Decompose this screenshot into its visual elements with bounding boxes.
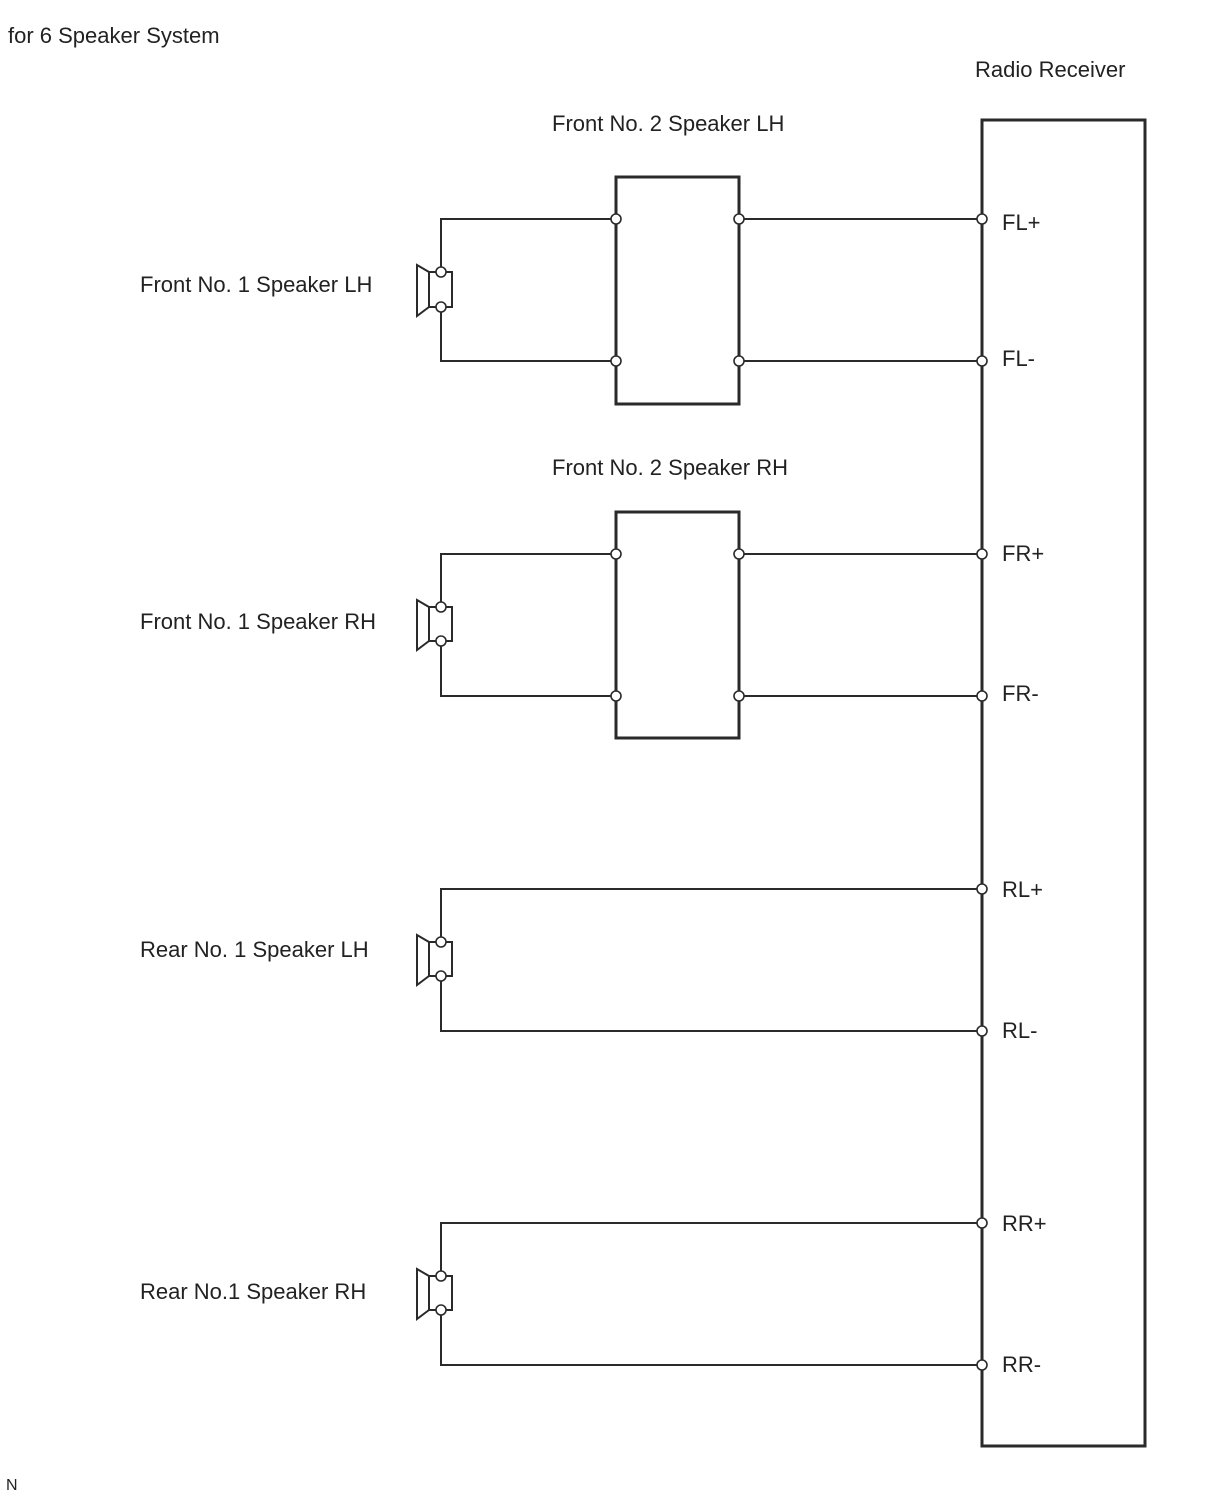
terminal-rr-minus: RR- [1002, 1352, 1041, 1377]
front-no2-speaker-rh-label: Front No. 2 Speaker RH [552, 455, 788, 480]
rear-no1-speaker-lh-icon [416, 933, 453, 987]
rear-no1-speaker-rh-label: Rear No.1 Speaker RH [140, 1279, 366, 1304]
front-no2-speaker-rh-box [614, 510, 741, 740]
terminal-rr-plus: RR+ [1002, 1211, 1047, 1236]
terminal-fr-plus: FR+ [1002, 541, 1044, 566]
terminal-fl-plus: FL+ [1002, 210, 1041, 235]
rear-no1-speaker-lh-label: Rear No. 1 Speaker LH [140, 937, 369, 962]
terminal-rl-minus: RL- [1002, 1018, 1037, 1043]
corner-mark: N [6, 1477, 18, 1494]
radio-receiver-label: Radio Receiver [975, 57, 1125, 82]
terminal-fr-minus: FR- [1002, 681, 1039, 706]
front-no1-speaker-lh-label: Front No. 1 Speaker LH [140, 272, 372, 297]
front-no1-speaker-rh-icon [416, 598, 453, 652]
front-lh-circuit: Front No. 2 Speaker LH Front No. 1 Speak… [140, 111, 1041, 406]
terminal-rl-plus: RL+ [1002, 877, 1043, 902]
terminal-fl-minus: FL- [1002, 346, 1035, 371]
front-no2-speaker-lh-label: Front No. 2 Speaker LH [552, 111, 784, 136]
rear-lh-circuit: Rear No. 1 Speaker LH RL+ RL- [140, 877, 1043, 1043]
system-title: for 6 Speaker System [8, 23, 220, 48]
radio-receiver-box [980, 118, 1147, 1448]
front-no1-speaker-lh-icon [416, 263, 453, 318]
rear-rh-circuit: Rear No.1 Speaker RH RR+ RR- [140, 1211, 1047, 1377]
rear-no1-speaker-rh-icon [416, 1267, 453, 1321]
front-no1-speaker-rh-label: Front No. 1 Speaker RH [140, 609, 376, 634]
front-no2-speaker-lh-box [614, 175, 741, 406]
front-rh-circuit: Front No. 2 Speaker RH Front No. 1 Speak… [140, 455, 1044, 740]
